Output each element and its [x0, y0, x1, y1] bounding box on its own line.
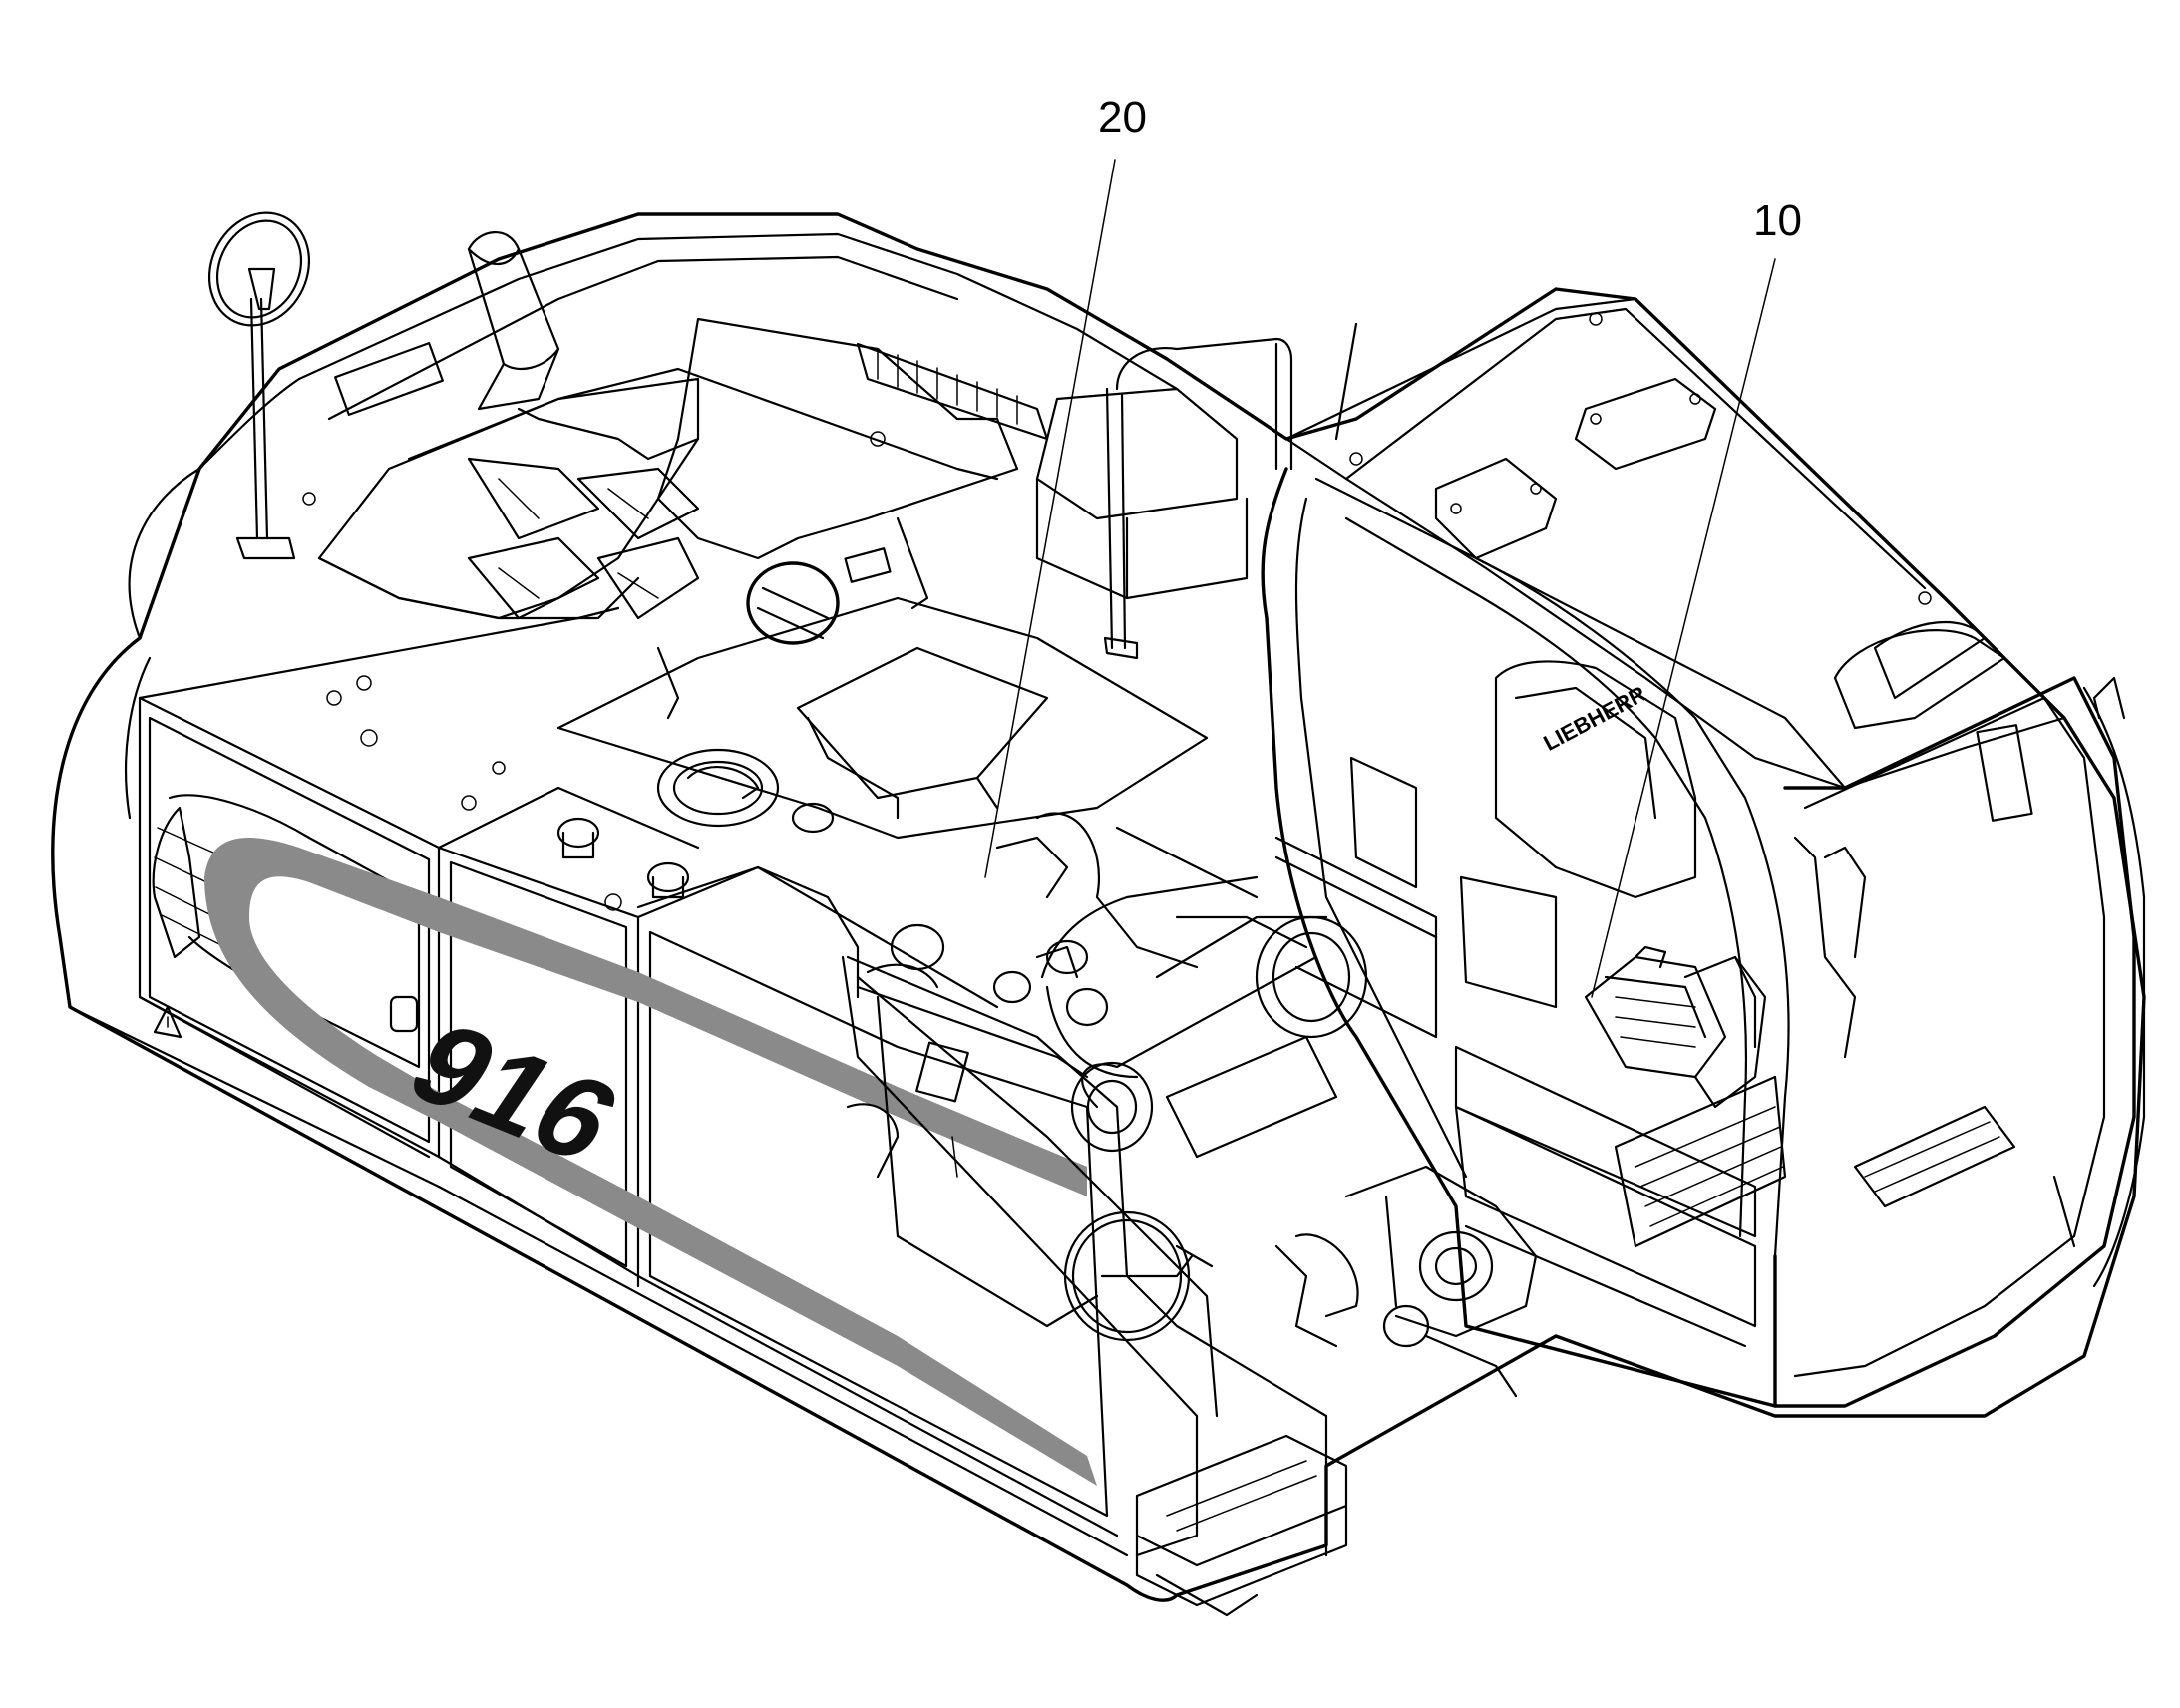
left-rear-mirror — [207, 211, 444, 560]
hood-emblem — [746, 561, 840, 645]
exhaust-stack — [467, 231, 560, 411]
side-service-doors — [138, 696, 1109, 1518]
operator-cab: LIEBHERR — [1261, 297, 2146, 1408]
handrail — [1103, 337, 1293, 660]
door-badge — [389, 995, 419, 1033]
callout-label-20: 20 — [1098, 93, 1147, 142]
callout-leaders — [984, 159, 1776, 998]
machine-body — [51, 212, 2146, 1602]
upper-platform — [302, 387, 1249, 1004]
callout-label-10: 10 — [1753, 196, 1802, 245]
engine-hood — [317, 317, 1049, 720]
warning-triangle-icon — [153, 1005, 182, 1039]
callout-20-leader — [984, 159, 1116, 878]
decal-stripes — [204, 838, 1097, 1486]
boom-mount-frame — [636, 865, 1348, 1617]
callout-10-leader — [1591, 258, 1776, 998]
model-number-decal: 916 — [386, 1000, 643, 1185]
